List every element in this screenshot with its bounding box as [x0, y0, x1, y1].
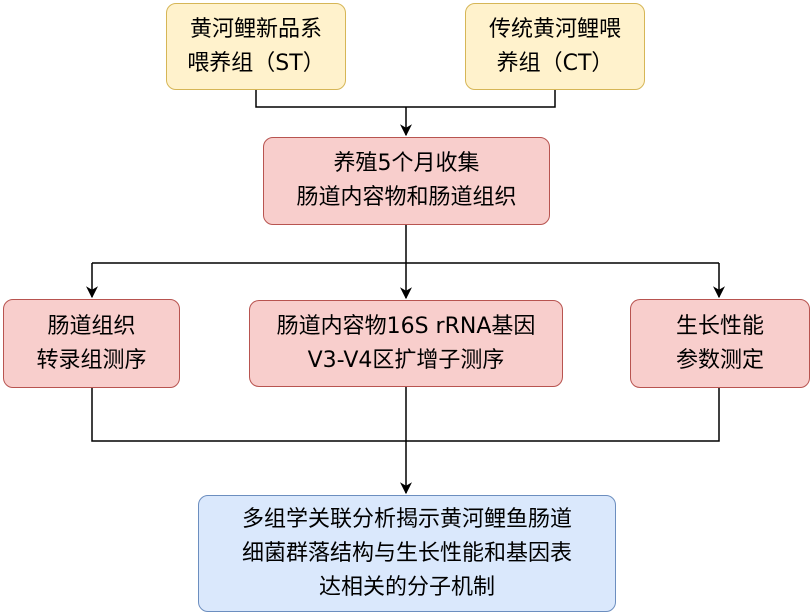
ct-group-line-1: 传统黄河鲤喂: [488, 16, 621, 42]
connector-growth-to-merge: [406, 388, 720, 442]
transcriptome-box: 肠道组织 转录组测序: [3, 299, 180, 388]
analysis-line-1: 多组学关联分析揭示黄河鲤鱼肠道: [241, 506, 572, 532]
growth-box: 生长性能 参数测定: [630, 299, 810, 388]
st-group-box: 黄河鲤新品系 喂养组（ST）: [166, 3, 346, 90]
transcriptome-line-2: 转录组测序: [36, 347, 147, 373]
transcriptome-line-1: 肠道组织: [47, 313, 136, 339]
analysis-line-3: 达相关的分子机制: [318, 574, 495, 600]
collection-line-1: 养殖5个月收集: [333, 151, 480, 176]
collection-box: 养殖5个月收集 肠道内容物和肠道组织: [263, 137, 550, 225]
st-group-line-2: 喂养组（ST）: [187, 50, 325, 76]
connector-ct-to-merge: [406, 90, 556, 108]
connector-st-to-merge: [255, 90, 406, 108]
sequencing-16s-line-1: 肠道内容物16S rRNA基因: [276, 313, 536, 339]
analysis-line-2: 细菌群落结构与生长性能和基因表: [241, 540, 572, 566]
analysis-box: 多组学关联分析揭示黄河鲤鱼肠道 细菌群落结构与生长性能和基因表 达相关的分子机制: [198, 495, 616, 612]
sequencing-16s-line-2: V3-V4区扩增子测序: [307, 347, 505, 373]
ct-group-line-2: 养组（CT）: [496, 50, 614, 76]
st-group-line-1: 黄河鲤新品系: [189, 16, 322, 42]
growth-line-1: 生长性能: [675, 313, 764, 339]
ct-group-box: 传统黄河鲤喂 养组（CT）: [465, 3, 645, 90]
sequencing-16s-box: 肠道内容物16S rRNA基因 V3-V4区扩增子测序: [249, 300, 563, 387]
growth-line-2: 参数测定: [675, 347, 764, 373]
connector-transcriptome-to-merge: [91, 388, 406, 442]
collection-line-2: 肠道内容物和肠道组织: [296, 185, 517, 210]
